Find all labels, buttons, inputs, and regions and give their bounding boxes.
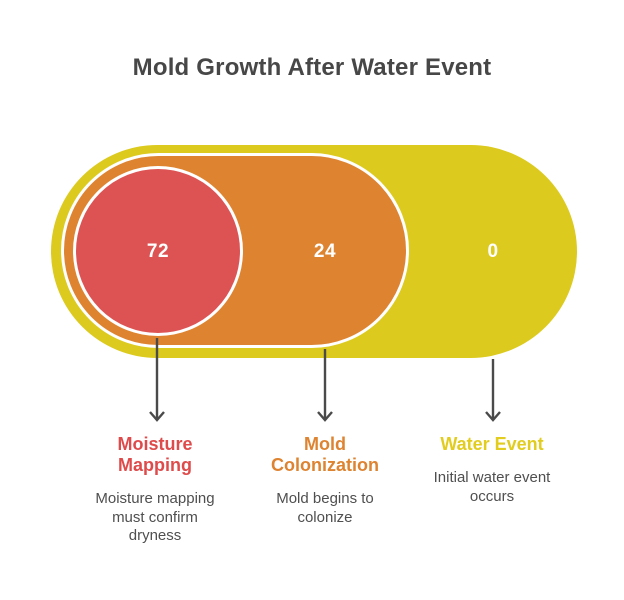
down-arrow-icon-moisture-mapping: [149, 338, 165, 422]
stage-label-water-event: Water Event Initial water event occurs: [407, 434, 577, 506]
stage-shape-moisture-mapping: [73, 166, 243, 336]
stage-value-mold-colonization: 24: [313, 241, 337, 262]
diagram-title: Mold Growth After Water Event: [132, 54, 492, 81]
stage-label-moisture-mapping: Moisture Mapping Moisture mapping must c…: [70, 434, 240, 546]
stage-value-moisture-mapping: 72: [146, 241, 170, 262]
stage-heading-mold-colonization: Mold Colonization: [271, 434, 379, 475]
stage-value-water-event: 0: [487, 241, 499, 262]
stage-heading-moisture-mapping: Moisture Mapping: [117, 434, 193, 475]
stage-description-water-event: Initial water event occurs: [433, 469, 551, 505]
down-arrow-icon-mold-colonization: [317, 349, 333, 422]
stage-heading-water-event: Water Event: [440, 434, 544, 454]
down-arrow-icon-water-event: [485, 359, 501, 422]
stage-label-mold-colonization: Mold Colonization Mold begins to coloniz…: [240, 434, 410, 527]
stage-description-moisture-mapping: Moisture mapping must confirm dryness: [95, 490, 215, 544]
stage-description-mold-colonization: Mold begins to colonize: [276, 490, 374, 526]
